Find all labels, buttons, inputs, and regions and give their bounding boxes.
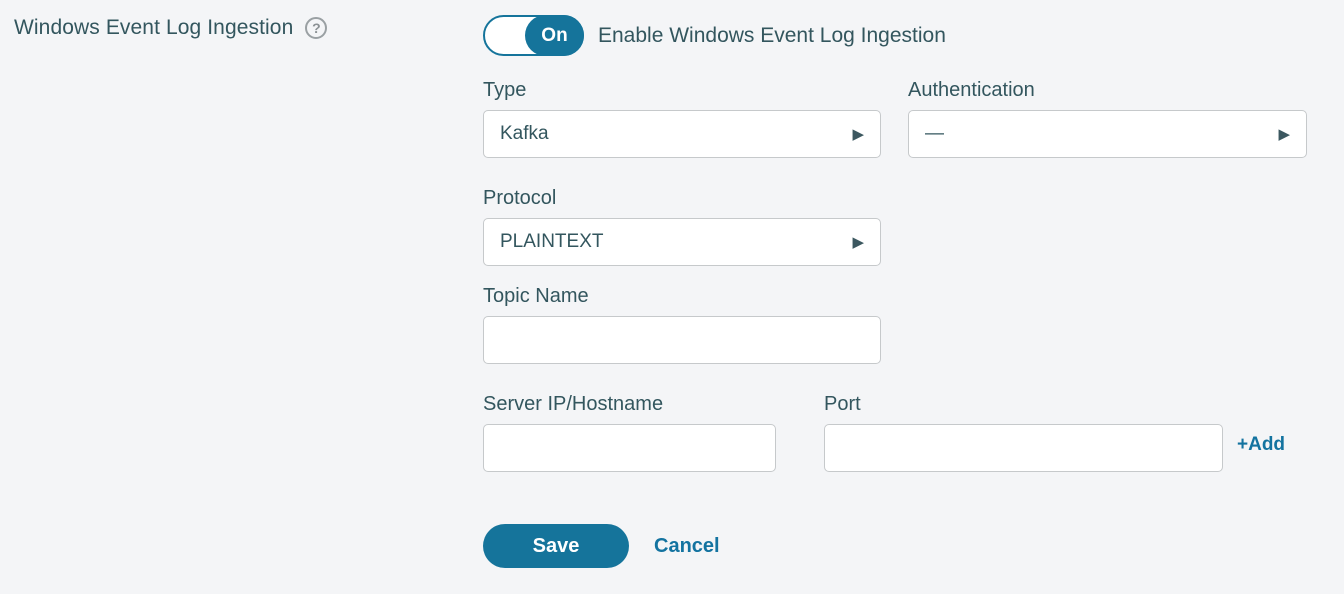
page-title: Windows Event Log Ingestion xyxy=(14,16,294,39)
dropdown-arrow-icon: ▶ xyxy=(852,125,864,143)
type-field-group: Type Kafka ▶ xyxy=(483,79,881,158)
protocol-select[interactable]: PLAINTEXT ▶ xyxy=(483,218,881,266)
type-select-value: Kafka xyxy=(500,123,549,144)
port-label: Port xyxy=(824,393,861,415)
cancel-link[interactable]: Cancel xyxy=(654,534,720,557)
form-actions: Save Cancel xyxy=(483,524,720,568)
enable-toggle-row: On Enable Windows Event Log Ingestion xyxy=(483,15,946,56)
server-input[interactable] xyxy=(483,424,776,472)
enable-toggle-label: Enable Windows Event Log Ingestion xyxy=(598,23,946,47)
port-field-group: Port xyxy=(824,393,1223,472)
dropdown-arrow-icon: ▶ xyxy=(1278,125,1290,143)
server-label: Server IP/Hostname xyxy=(483,393,664,415)
protocol-label: Protocol xyxy=(483,187,557,209)
topic-name-field-group: Topic Name xyxy=(483,285,881,364)
protocol-field-group: Protocol PLAINTEXT ▶ xyxy=(483,187,881,266)
enable-toggle[interactable]: On xyxy=(483,15,584,56)
port-input[interactable] xyxy=(824,424,1223,472)
server-field-group: Server IP/Hostname xyxy=(483,393,776,472)
save-button[interactable]: Save xyxy=(483,524,629,568)
protocol-select-value: PLAINTEXT xyxy=(500,231,604,252)
section-header: Windows Event Log Ingestion ? xyxy=(14,16,328,40)
topic-name-input[interactable] xyxy=(483,316,881,364)
topic-name-label: Topic Name xyxy=(483,285,589,307)
add-server-link[interactable]: +Add xyxy=(1237,434,1286,455)
dropdown-arrow-icon: ▶ xyxy=(852,233,864,251)
help-icon[interactable]: ? xyxy=(305,17,328,39)
authentication-select[interactable]: — ▶ xyxy=(908,110,1307,158)
authentication-field-group: Authentication — ▶ xyxy=(908,79,1307,158)
type-select[interactable]: Kafka ▶ xyxy=(483,110,881,158)
authentication-select-value: — xyxy=(925,123,944,144)
type-label: Type xyxy=(483,79,527,101)
toggle-on-knob: On xyxy=(525,15,584,56)
authentication-label: Authentication xyxy=(908,79,1035,101)
